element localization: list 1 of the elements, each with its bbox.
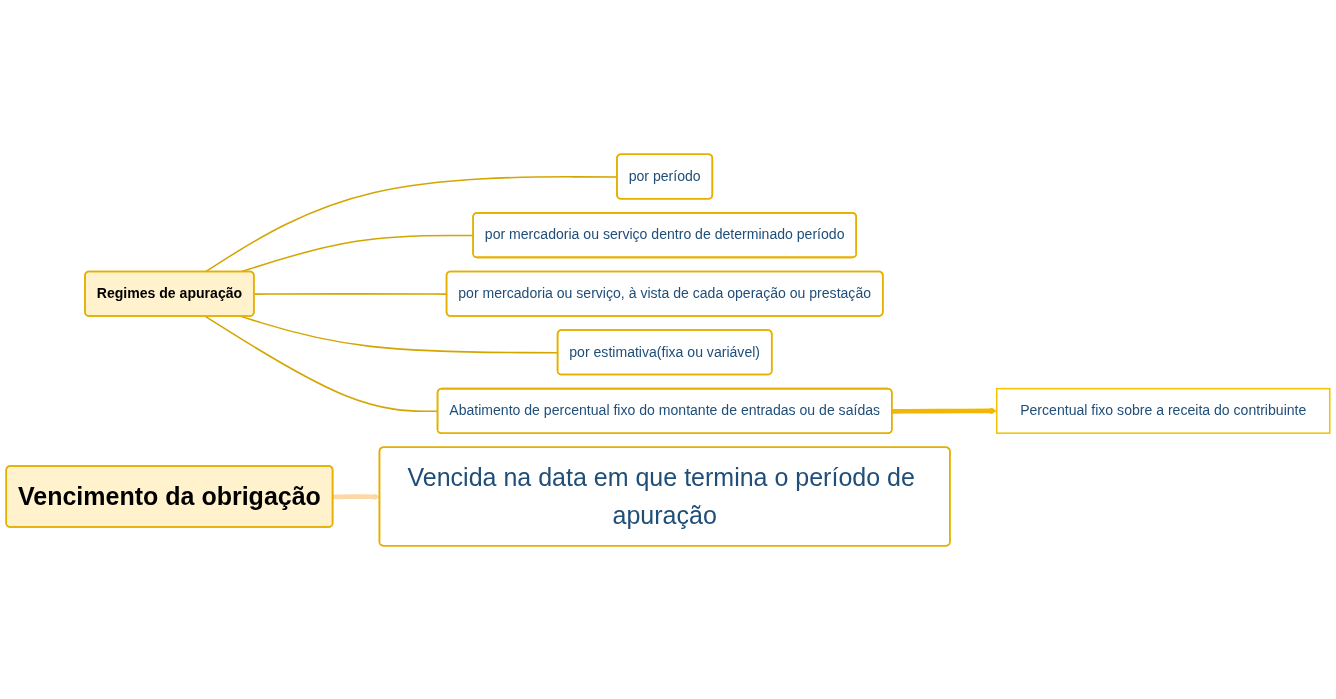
node-box: Percentual fixo sobre a receita do contribuinte: [995, 387, 1331, 434]
